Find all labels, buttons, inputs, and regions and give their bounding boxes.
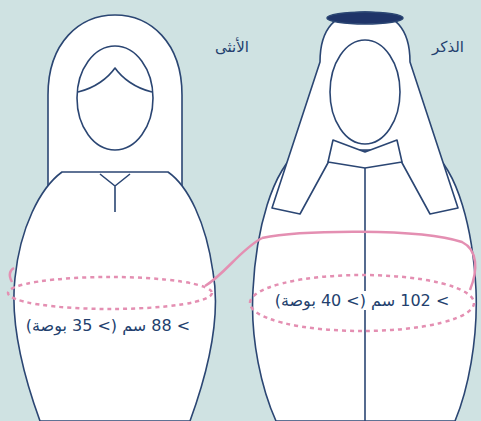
agal xyxy=(327,12,403,24)
figure-label: الذكر xyxy=(430,38,466,56)
collar xyxy=(328,140,402,168)
female-waist-tape xyxy=(8,277,212,309)
waist-measure: > 88 سم (> 35 بوصة) xyxy=(24,316,192,335)
female-figure xyxy=(14,15,216,421)
male-waist-tape xyxy=(250,275,474,331)
face xyxy=(77,46,153,150)
female-body xyxy=(14,172,216,421)
male-figure xyxy=(253,12,477,421)
waist-measure: > 102 سم (> 40 بوصة) xyxy=(273,291,452,310)
fringe xyxy=(78,68,152,92)
tape-tail xyxy=(205,238,262,286)
neckline xyxy=(100,174,130,212)
figure-label: الأنثى xyxy=(213,38,251,56)
face xyxy=(330,40,400,144)
tape-tail xyxy=(10,268,14,282)
